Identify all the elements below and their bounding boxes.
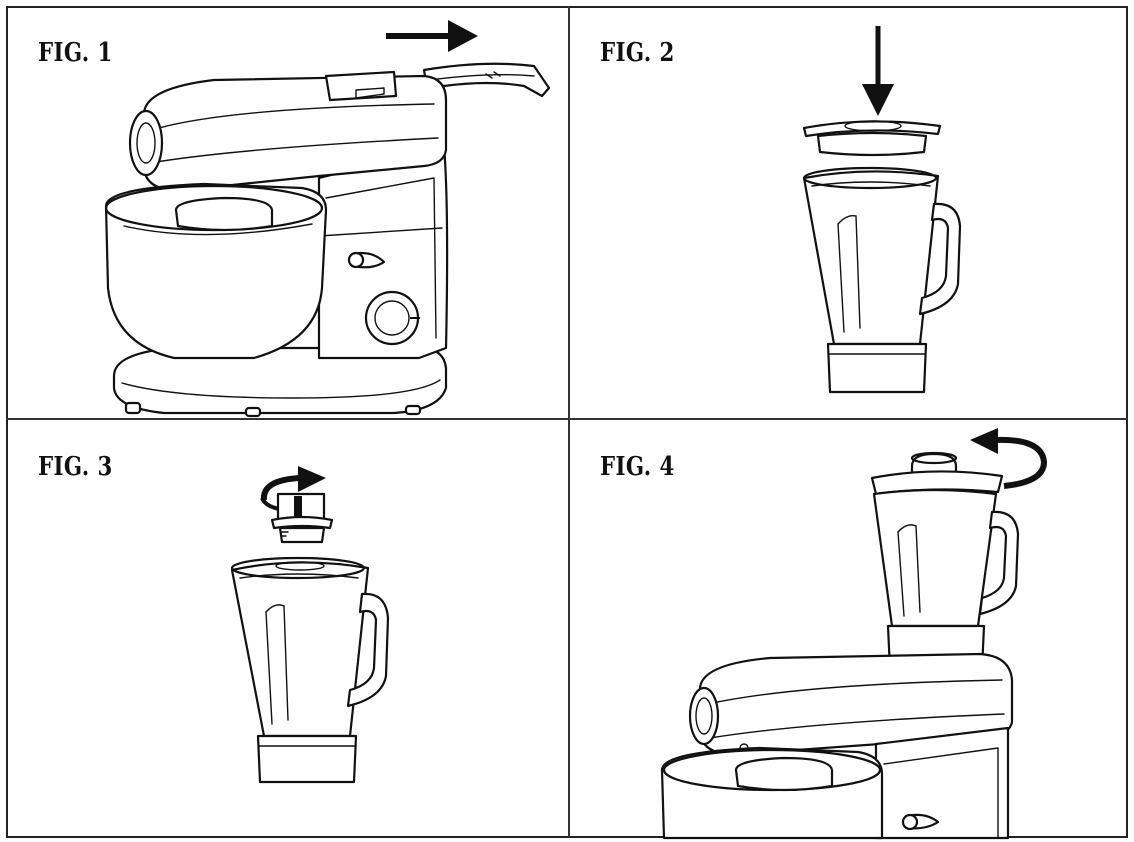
figure-1-panel: FIG. 1 (6, 6, 568, 418)
arrow-right-icon (384, 20, 478, 52)
figure-3-panel: FIG. 3 (6, 420, 568, 838)
rotate-counterclockwise-icon (970, 428, 1054, 492)
stand-mixer-illustration (94, 58, 564, 423)
blender-lid (804, 121, 940, 155)
measuring-cap-illustration (268, 490, 338, 544)
figure-grid-border (6, 6, 1128, 838)
figure-4-panel: FIG. 4 (570, 420, 1128, 838)
grid-divider-horizontal (6, 418, 1128, 420)
figure-4-label: FIG. 4 (600, 452, 675, 482)
figure-2-label: FIG. 2 (600, 38, 675, 68)
figure-1-label: FIG. 1 (38, 38, 113, 68)
grid-divider-vertical (568, 6, 570, 838)
arrow-down-icon (862, 24, 894, 116)
figure-3-label: FIG. 3 (38, 452, 113, 482)
removed-top-cover (424, 64, 549, 96)
figure-2-panel: FIG. 2 (570, 6, 1128, 418)
assembled-mixer-with-blender-illustration (660, 448, 1122, 838)
blender-jug-illustration (228, 552, 398, 788)
blender-jug-with-lid-illustration (798, 116, 968, 396)
